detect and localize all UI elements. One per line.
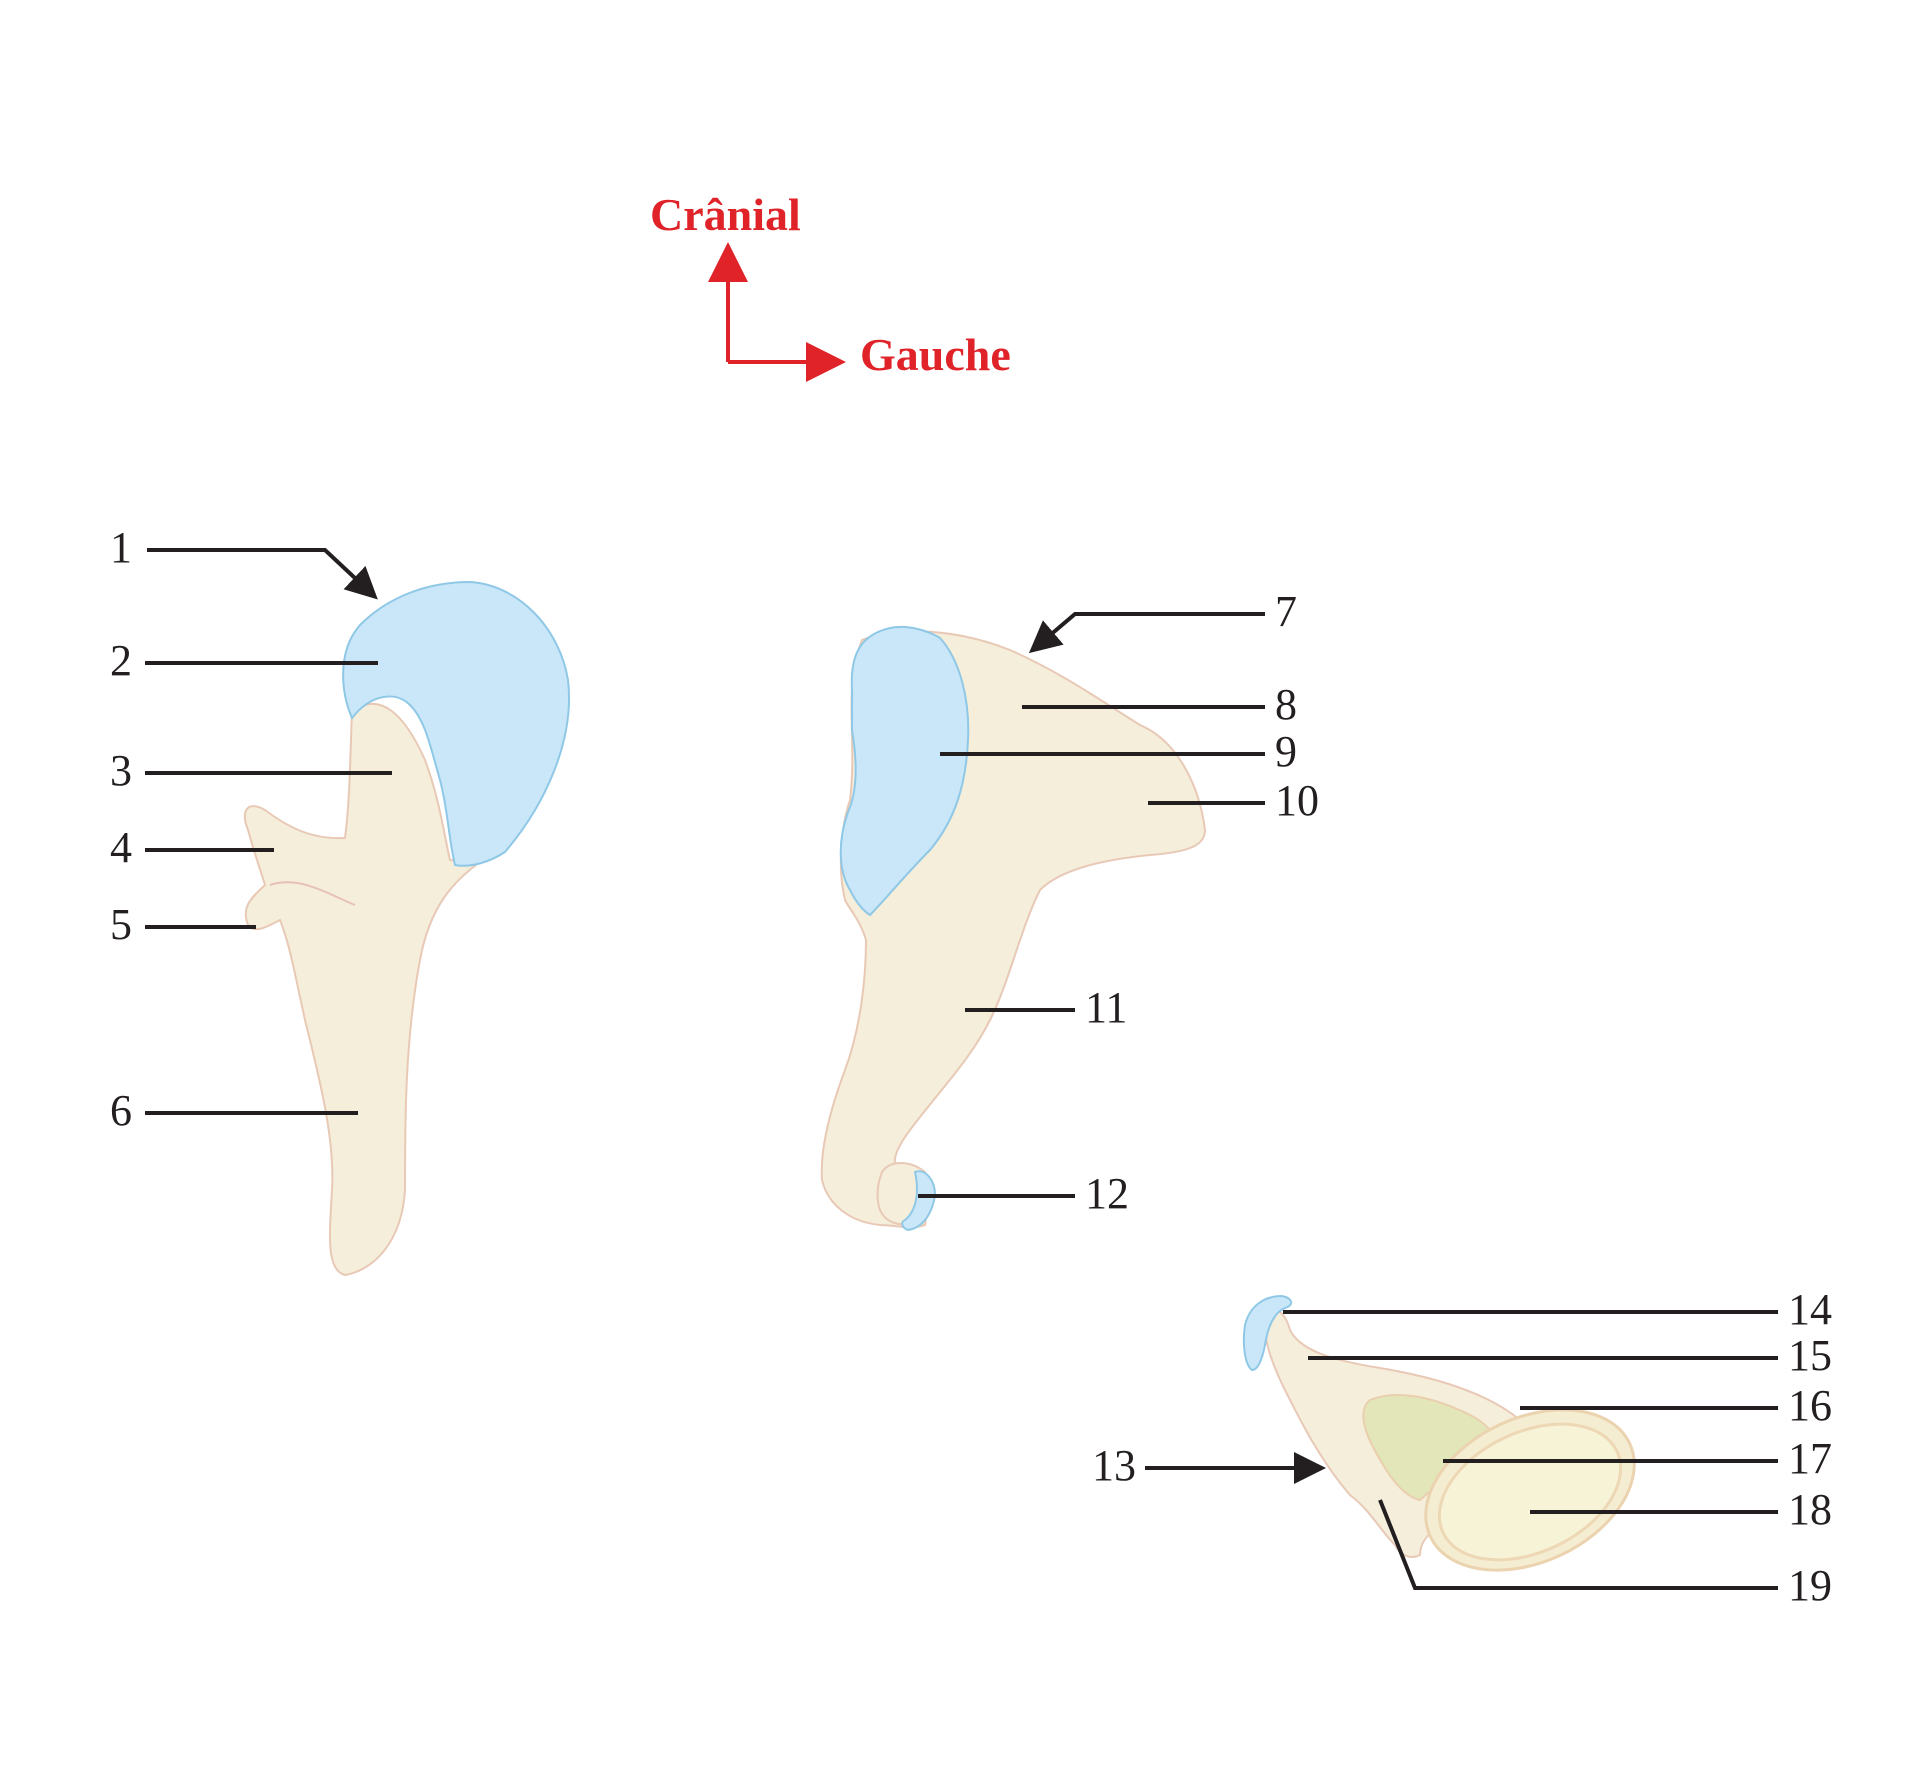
- label-17: 17: [1788, 1434, 1832, 1483]
- left-side-label: Gauche: [860, 329, 1011, 380]
- label-15: 15: [1788, 1331, 1832, 1380]
- incus-lenticular-cartilage: [901, 1170, 937, 1232]
- label-11: 11: [1085, 983, 1127, 1032]
- number-labels: 1 2 3 4 5 6 7 8 9 10 11 12 13 14 15 16 1…: [110, 523, 1832, 1610]
- label-1: 1: [110, 523, 132, 572]
- label-2: 2: [110, 636, 132, 685]
- cranial-label: Crânial: [650, 189, 801, 240]
- label-5: 5: [110, 900, 132, 949]
- label-13: 13: [1092, 1441, 1136, 1490]
- orientation-indicator: Crânial Gauche: [650, 189, 1011, 382]
- leader-7: [1028, 612, 1265, 654]
- label-7: 7: [1275, 587, 1297, 636]
- malleus-handle: [243, 702, 483, 1277]
- label-3: 3: [110, 746, 132, 795]
- stapes-footplate: [1437, 1422, 1623, 1562]
- stapes-head-cartilage: [1242, 1294, 1293, 1372]
- label-14: 14: [1788, 1285, 1832, 1334]
- leader-1: [147, 548, 378, 600]
- leader-19: [1378, 1499, 1778, 1590]
- leader-lines: [145, 548, 1778, 1590]
- label-9: 9: [1275, 727, 1297, 776]
- label-12: 12: [1085, 1169, 1129, 1218]
- stapes-figure: [1242, 1294, 1636, 1572]
- label-10: 10: [1275, 776, 1319, 825]
- label-16: 16: [1788, 1381, 1832, 1430]
- incus-figure: [820, 626, 1207, 1232]
- incus-body-cartilage: [839, 626, 970, 917]
- malleus-lateral-process-crease: [269, 881, 356, 906]
- label-4: 4: [110, 823, 132, 872]
- malleus-figure: [243, 580, 570, 1277]
- label-18: 18: [1788, 1485, 1832, 1534]
- label-8: 8: [1275, 680, 1297, 729]
- malleus-head-cartilage: [342, 580, 570, 867]
- label-6: 6: [110, 1086, 132, 1135]
- label-19: 19: [1788, 1561, 1832, 1610]
